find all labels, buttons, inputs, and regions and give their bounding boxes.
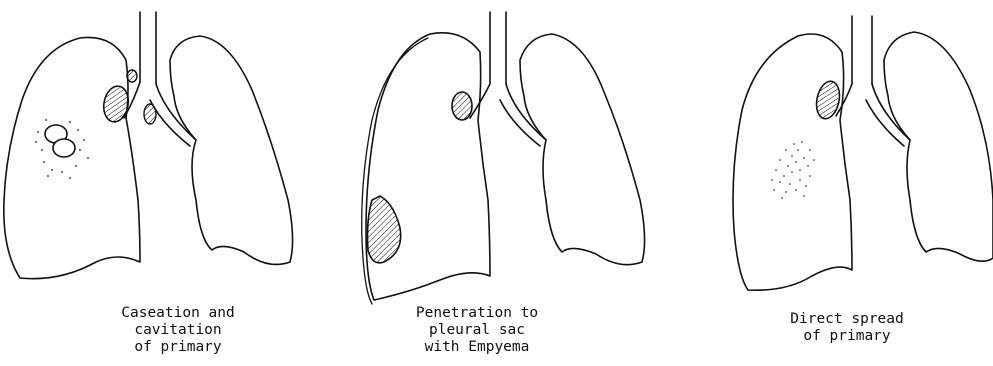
caption-line: Caseation and (121, 305, 235, 322)
direct-spread-stipple (771, 141, 815, 199)
panel-1-lungs (4, 12, 293, 279)
left-lung-outline (520, 34, 645, 265)
caption-line: of primary (121, 339, 235, 356)
caption-line: pleural sac (416, 322, 538, 339)
panel-2-lungs (362, 12, 645, 304)
empyema (368, 196, 401, 263)
trachea (852, 16, 872, 84)
caption-penetration: Penetration to pleural sac with Empyema (416, 305, 538, 356)
paratracheal-node-lower (144, 104, 156, 124)
caption-line: Direct spread (790, 311, 904, 328)
caption-direct-spread: Direct spread of primary (790, 311, 904, 345)
trachea (490, 12, 506, 84)
left-lung-outline (884, 32, 993, 261)
panel-3-lungs (733, 16, 993, 290)
caption-line: Penetration to (416, 305, 538, 322)
hilar-node (813, 79, 842, 121)
cavitation-focus (45, 125, 75, 157)
left-lung-outline (170, 36, 293, 264)
caption-caseation: Caseation and cavitation of primary (121, 305, 235, 356)
hilar-node (452, 92, 472, 120)
caption-line: of primary (790, 328, 904, 345)
right-lung-outline (4, 37, 140, 278)
caption-line: cavitation (121, 322, 235, 339)
paratracheal-node-upper (127, 70, 137, 82)
trachea (140, 12, 156, 84)
caption-line: with Empyema (416, 339, 538, 356)
right-lung-outline (733, 34, 852, 290)
pleural-sac-outline (362, 38, 428, 304)
